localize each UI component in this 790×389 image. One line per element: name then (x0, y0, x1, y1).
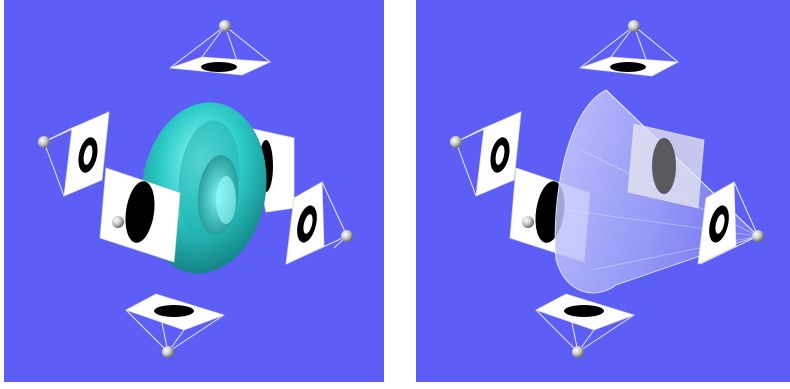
camera-bottom (536, 294, 634, 358)
camera-top (170, 20, 270, 75)
camera-center-front-left (522, 216, 534, 228)
torus-scene (4, 0, 384, 382)
camera-right (286, 182, 353, 264)
silhouette-top (610, 62, 646, 72)
camera-center-left-upper (38, 136, 50, 148)
camera-top (580, 20, 678, 76)
camera-center-top (219, 20, 231, 32)
left-panel-torus-reconstruction (4, 0, 384, 382)
camera-center-front-left (112, 216, 124, 228)
camera-center-top (628, 20, 640, 32)
camera-center-left-upper (450, 136, 462, 148)
camera-left-upper (450, 112, 521, 196)
silhouette-back-right (652, 138, 676, 194)
camera-center-right (752, 230, 764, 242)
silhouette-bottom (154, 305, 194, 317)
camera-center-bottom (572, 346, 584, 358)
camera-left-upper (38, 112, 109, 196)
silhouette-bottom (564, 305, 604, 317)
silhouette-top (201, 62, 237, 72)
camera-center-bottom (162, 346, 174, 358)
right-panel-cone-reconstruction (416, 0, 790, 382)
camera-bottom (126, 294, 224, 358)
camera-center-right (341, 230, 353, 242)
cone-scene (416, 0, 790, 382)
